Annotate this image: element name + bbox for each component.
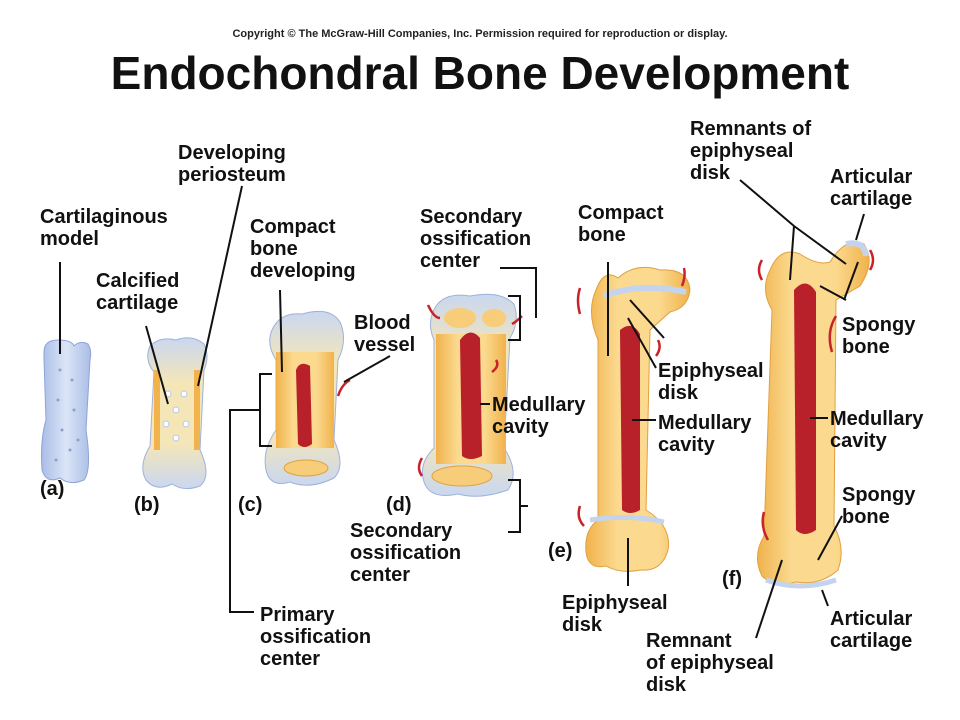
label-primary-ossification-center: Primary ossification center xyxy=(260,604,372,670)
stage-label-e: (e) xyxy=(548,540,573,562)
label-compact-bone-developing: Compact bone developing xyxy=(250,216,356,282)
label-epiphyseal-disk-bottom: Epiphyseal disk xyxy=(562,592,668,636)
stage-c-primary-ossification xyxy=(264,310,344,486)
label-spongy-bone-bottom: Spongy bone xyxy=(842,484,916,528)
stage-f-bone xyxy=(757,240,870,589)
blood-vessels xyxy=(336,249,875,541)
label-compact-bone-e: Compact bone xyxy=(578,202,664,246)
label-blood-vessel: Blood vessel xyxy=(354,312,416,356)
copyright-notice: Copyright © The McGraw-Hill Companies, I… xyxy=(232,28,728,40)
stage-b-calcified-cartilage xyxy=(142,337,208,490)
label-calcified-cartilage: Calcified cartilage xyxy=(96,270,180,314)
stage-label-b: (b) xyxy=(134,494,160,516)
label-secondary-ossification-center-top: Secondary ossification center xyxy=(420,206,532,272)
label-spongy-bone-top: Spongy bone xyxy=(842,314,916,358)
label-remnant-of-epiphyseal-disk: Remnant of epiphyseal disk xyxy=(646,630,774,696)
label-cartilaginous-model: Cartilaginous model xyxy=(40,206,168,250)
stage-d-secondary-ossification xyxy=(421,293,517,497)
stage-label-f: (f) xyxy=(722,568,742,590)
leader-lines xyxy=(59,179,865,639)
label-epiphyseal-disk: Epiphyseal disk xyxy=(658,360,764,404)
label-articular-cartilage-top: Articular cartilage xyxy=(830,166,913,210)
label-secondary-ossification-center-bottom: Secondary ossification center xyxy=(350,520,462,586)
label-medullary-cavity-d: Medullary cavity xyxy=(492,394,586,438)
label-developing-periosteum: Developing periosteum xyxy=(178,142,286,186)
label-medullary-cavity-f: Medullary cavity xyxy=(830,408,924,452)
stage-a-cartilage-model xyxy=(41,339,92,484)
stage-label-d: (d) xyxy=(386,494,412,516)
page-title: Endochondral Bone Development xyxy=(110,47,850,99)
stage-label-a: (a) xyxy=(40,478,65,500)
stage-label-c: (c) xyxy=(238,494,263,516)
label-medullary-cavity-e: Medullary cavity xyxy=(658,412,752,456)
label-articular-cartilage-bottom: Articular cartilage xyxy=(830,608,913,652)
label-remnants-of-epiphyseal-disk: Remnants of epiphyseal disk xyxy=(690,118,812,184)
